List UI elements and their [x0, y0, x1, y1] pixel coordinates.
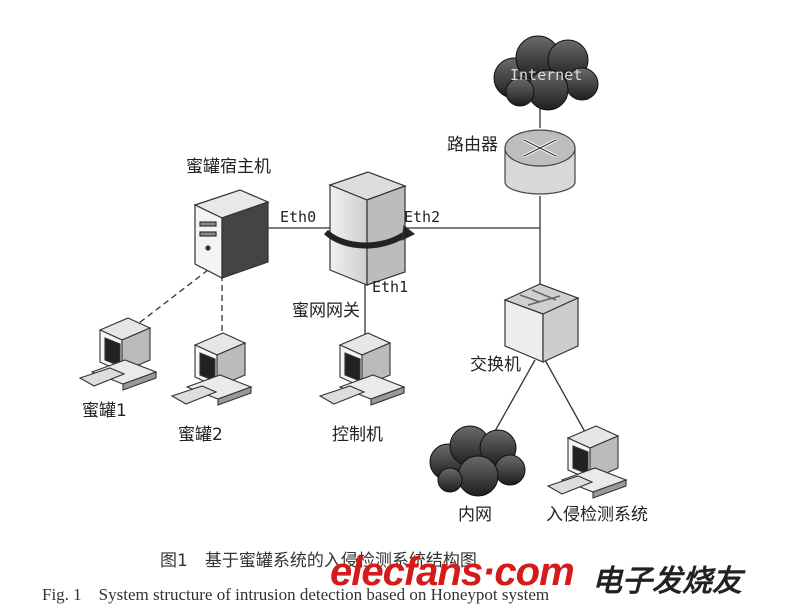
- host-server-icon: [193, 189, 270, 279]
- router-label: 路由器: [447, 135, 498, 155]
- gateway-label: 蜜网网关: [292, 301, 360, 321]
- link-host-honeypot1: [129, 269, 209, 331]
- router-icon: [504, 129, 576, 195]
- gateway-server-icon: [323, 171, 416, 286]
- internet-cloud-icon: [493, 35, 599, 111]
- honeypot1-label: 蜜罐1: [82, 401, 127, 421]
- honeypot1-pc-icon: [78, 317, 158, 391]
- eth1-label: Eth1: [372, 278, 408, 296]
- link-switch-ids: [544, 359, 586, 433]
- console-pc-icon: [318, 332, 406, 406]
- host-label: 蜜罐宿主机: [186, 157, 271, 177]
- connections: [129, 98, 586, 441]
- honeypot2-label: 蜜罐2: [178, 425, 223, 445]
- intranet-label: 内网: [458, 505, 492, 525]
- caption-cn: 图1 基于蜜罐系统的入侵检测系统结构图: [160, 551, 477, 571]
- watermark-cn: 电子发烧友: [592, 564, 742, 599]
- eth2-label: Eth2: [404, 208, 440, 226]
- link-switch-intranet: [489, 359, 536, 441]
- honeypot2-pc-icon: [170, 332, 253, 406]
- internet-label: Internet: [510, 66, 582, 84]
- intranet-cloud-icon: [429, 425, 526, 497]
- console-label: 控制机: [332, 425, 383, 445]
- eth0-label: Eth0: [280, 208, 316, 226]
- ids-pc-icon: [546, 425, 628, 499]
- ids-label: 入侵检测系统: [546, 505, 648, 525]
- watermark-site: elecfans·com: [330, 550, 575, 594]
- caption-en: Fig. 1 System structure of intrusion det…: [42, 585, 550, 604]
- switch-label: 交换机: [470, 355, 521, 375]
- switch-icon: [503, 283, 580, 363]
